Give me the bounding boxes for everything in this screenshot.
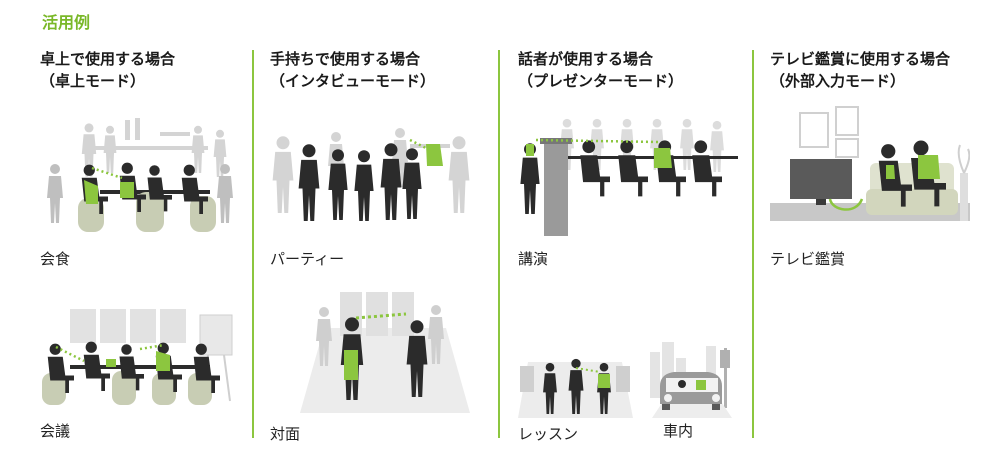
lesson-scene-illustration [518,348,633,418]
column-divider [498,50,500,438]
scene-label-meeting: 会議 [40,422,71,440]
lecture-scene-illustration [518,118,738,243]
tv-viewing-scene-illustration [770,103,970,238]
scene-label-tv: テレビ鑑賞 [770,250,846,268]
column-heading: 手持ちで使用する場合 （インタビューモード） [270,48,480,92]
usage-column-handheld: 手持ちで使用する場合 （インタビューモード） パーティー [270,48,480,443]
mode-subheading: （外部入力モード） [770,72,906,90]
usage-column-tv: テレビ鑑賞に使用する場合 （外部入力モード） テレビ鑑賞 [770,48,985,438]
scene-label-lesson: レッスン [518,425,579,443]
mode-subheading: （卓上モード） [40,72,146,90]
column-divider [252,50,254,438]
scene-label-lecture: 講演 [518,250,549,268]
column-divider [752,50,754,438]
heading-text: 手持ちで使用する場合 [270,50,421,68]
scene-label-face-to-face: 対面 [270,425,301,443]
mode-subheading: （プレゼンターモード） [518,72,684,90]
column-heading: テレビ鑑賞に使用する場合 （外部入力モード） [770,48,985,92]
dinner-scene-illustration [40,118,240,243]
scene-label-dinner: 会食 [40,250,71,268]
party-scene-illustration [270,116,480,241]
heading-text: 卓上で使用する場合 [40,50,176,68]
column-heading: 話者が使用する場合 （プレゼンターモード） [518,48,738,92]
usage-column-tabletop: 卓上で使用する場合 （卓上モード） [40,48,240,440]
column-heading: 卓上で使用する場合 （卓上モード） [40,48,240,92]
meeting-scene-illustration [40,303,240,418]
scene-label-car: 車内 [663,422,694,440]
mode-subheading: （インタビューモード） [270,72,436,90]
car-scene-illustration [646,338,738,418]
usage-column-presenter: 話者が使用する場合 （プレゼンターモード） [518,48,738,443]
heading-text: 話者が使用する場合 [518,50,654,68]
heading-text: テレビ鑑賞に使用する場合 [770,50,951,68]
scene-label-party: パーティー [270,250,345,268]
page-title: 活用例 [42,13,91,32]
face-to-face-scene-illustration [300,288,470,413]
